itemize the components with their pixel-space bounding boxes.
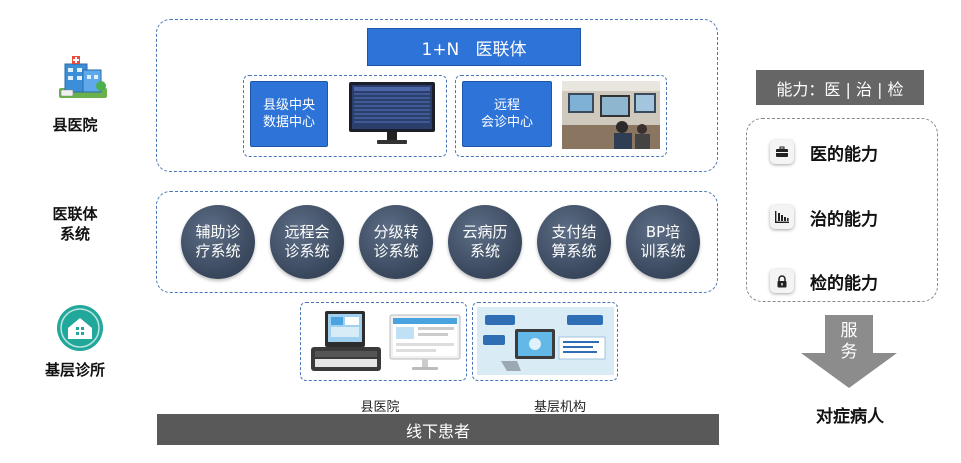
system-circle: 支付结 算系统 — [537, 205, 611, 279]
system-circle: 云病历 系统 — [448, 205, 522, 279]
grassroots-diagram-image — [477, 307, 614, 375]
tier-label-alliance-system: 医联体 系统 — [52, 205, 98, 243]
clinic-house-icon — [56, 304, 104, 352]
consult-room-photo — [562, 81, 660, 149]
grassroots-devices-box — [472, 302, 618, 381]
ability-treatment: 治的能力 — [770, 202, 930, 232]
service-arrow-icon — [799, 315, 899, 390]
data-center-card: 县级中央 数据中心 — [250, 81, 328, 147]
alliance-top-box — [156, 19, 718, 172]
system-circle: BP培 训系统 — [626, 205, 700, 279]
lock-icon — [770, 269, 794, 293]
ability-inspection: 检的能力 — [770, 266, 930, 296]
grassroots-caption: 基层机构 — [533, 400, 586, 415]
system-circle: 分级转 诊系统 — [359, 205, 433, 279]
result-label: 对症病人 — [816, 407, 884, 427]
county-hospital-caption: 县医院 — [360, 400, 400, 415]
hospital-building-icon — [55, 50, 111, 102]
alliance-title: 1+N 医联体 — [367, 28, 581, 66]
data-center-group — [243, 75, 447, 157]
ability-label: 医的能力 — [810, 144, 878, 165]
tier-label-clinic: 基层诊所 — [44, 361, 105, 379]
offline-patients-bar: 线下患者 — [157, 414, 719, 445]
consult-center-card: 远程 会诊中心 — [462, 81, 552, 147]
capability-box — [746, 118, 938, 302]
monitor-image — [347, 80, 437, 150]
ability-medical: 医的能力 — [770, 137, 930, 167]
system-circle: 远程会 诊系统 — [270, 205, 344, 279]
consult-center-group — [455, 75, 667, 157]
capability-header: 能力：医 | 治 | 检 — [756, 70, 924, 105]
tier-label-county-hospital: 县医院 — [52, 116, 98, 134]
ability-label: 检的能力 — [810, 273, 878, 294]
briefcase-icon — [770, 140, 794, 164]
ability-label: 治的能力 — [810, 209, 878, 230]
systems-box — [156, 191, 718, 293]
county-devices-box — [300, 302, 467, 381]
desktop-monitor-image — [388, 313, 462, 373]
medical-device-image — [305, 307, 387, 375]
bar-chart-icon — [770, 205, 794, 229]
system-circle: 辅助诊 疗系统 — [181, 205, 255, 279]
service-arrow-label: 服 务 — [840, 321, 858, 362]
